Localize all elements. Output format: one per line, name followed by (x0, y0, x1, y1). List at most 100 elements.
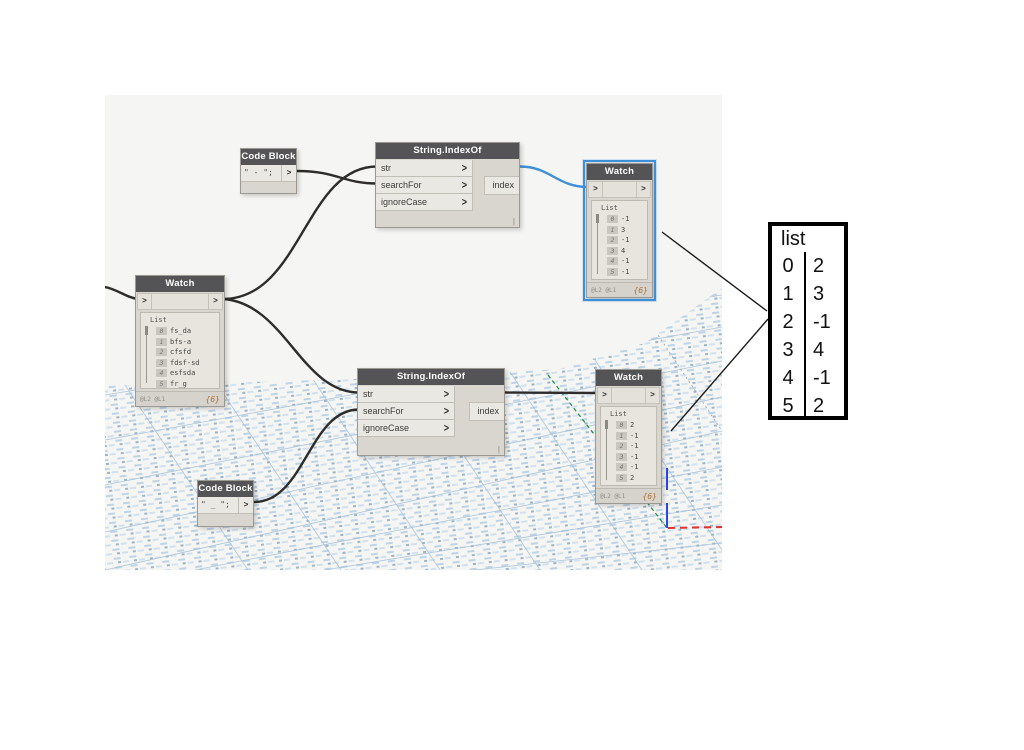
code-row: " _ "; > (198, 497, 253, 514)
wire-watch-to-top-str[interactable] (221, 165, 379, 301)
node-title[interactable]: Code Block (241, 149, 296, 165)
output-port-index[interactable]: index (484, 176, 519, 195)
output-port[interactable]: > (645, 388, 659, 403)
code-text[interactable]: " _ "; (198, 497, 238, 513)
annotation-title: list (781, 228, 806, 250)
output-port[interactable]: > (281, 165, 296, 181)
output-port[interactable]: > (238, 497, 253, 513)
output-port[interactable]: > (636, 182, 650, 197)
input-port-ignorecase[interactable]: ignoreCase > (358, 420, 455, 437)
wire-codeblock-to-top-searchfor[interactable] (295, 169, 379, 185)
wire-codeblock-to-bottom-searchfor[interactable] (252, 408, 361, 504)
list-count: {6} (205, 394, 220, 404)
port-arrow-icon: > (461, 162, 467, 174)
list-count: {6} (633, 285, 648, 295)
levels-label[interactable]: @L2 @L1 (600, 492, 626, 500)
string-indexof-node-top[interactable]: String.IndexOf str > searchFor > ignoreC… (375, 142, 520, 228)
code-row: " - "; > (241, 165, 296, 182)
port-row: > > (597, 387, 660, 404)
node-body: str > searchFor > ignoreCase > index | (376, 159, 519, 227)
input-port-searchfor[interactable]: searchFor > (376, 177, 473, 194)
node-title[interactable]: String.IndexOf (376, 143, 519, 159)
code-block-body (241, 182, 296, 195)
node-title[interactable]: Code Block (198, 481, 253, 497)
watch-footer: @L2 @L1 {6} (136, 391, 224, 406)
list-item: 2-1 (616, 441, 656, 452)
scrollbar[interactable] (605, 420, 608, 480)
input-port-searchfor[interactable]: searchFor > (358, 403, 455, 420)
input-port-ignorecase[interactable]: ignoreCase > (376, 194, 473, 211)
port-row: > > (137, 293, 223, 310)
watch-footer: @L2 @L1 {6} (596, 488, 661, 503)
annotation-divider (804, 252, 806, 416)
list-item: 3-1 (616, 452, 656, 463)
levels-label[interactable]: @L2 @L1 (591, 286, 617, 294)
list-item: 1-1 (616, 431, 656, 442)
list-label: List (150, 316, 167, 324)
input-port[interactable]: > (598, 388, 612, 403)
port-arrow-icon: > (461, 196, 467, 208)
code-text[interactable]: " - "; (241, 165, 281, 181)
node-body: str > searchFor > ignoreCase > index | (358, 385, 504, 455)
watch-footer: @L2 @L1 {6} (587, 282, 652, 297)
lacing-indicator[interactable]: | (512, 217, 515, 226)
input-port[interactable]: > (589, 182, 603, 197)
list-label: List (601, 204, 618, 212)
annotation-row: 2-1 (782, 311, 831, 333)
list-item: 4-1 (607, 256, 647, 267)
node-title[interactable]: Watch (136, 276, 224, 292)
code-block-node-top[interactable]: Code Block " - "; > (240, 148, 297, 194)
x-axis-red (667, 526, 722, 529)
wire-bottom-index-to-watch[interactable] (503, 391, 599, 395)
input-port[interactable]: > (138, 294, 152, 309)
list-label: List (610, 410, 627, 418)
port-row: > > (588, 181, 651, 198)
wire-into-left-watch[interactable] (105, 285, 140, 301)
list-item: 2-1 (607, 235, 647, 246)
code-block-node-bottom[interactable]: Code Block " _ "; > (197, 480, 254, 527)
node-title[interactable]: Watch (596, 370, 661, 386)
string-indexof-node-bottom[interactable]: String.IndexOf str > searchFor > ignoreC… (357, 368, 505, 456)
code-block-body (198, 514, 253, 528)
list-item: 0-1 (607, 214, 647, 225)
node-title[interactable]: String.IndexOf (358, 369, 504, 385)
levels-label[interactable]: @L2 @L1 (140, 395, 166, 403)
scrollbar[interactable] (596, 214, 599, 274)
lacing-indicator[interactable]: | (497, 445, 500, 454)
output-port[interactable]: > (208, 294, 222, 309)
port-arrow-icon: > (443, 388, 449, 400)
list-item: 4-1 (616, 462, 656, 473)
node-title[interactable]: Watch (587, 164, 652, 180)
port-arrow-icon: > (461, 179, 467, 191)
wire-top-index-to-watch-selected[interactable] (518, 165, 590, 189)
list-item: 5-1 (607, 267, 647, 278)
scrollbar[interactable] (145, 326, 148, 383)
input-port-str[interactable]: str > (376, 160, 473, 177)
port-arrow-icon: > (443, 422, 449, 434)
output-port-index[interactable]: index (469, 402, 504, 421)
input-port-str[interactable]: str > (358, 386, 455, 403)
list-count: {6} (642, 491, 657, 501)
wire-watch-to-bottom-str[interactable] (221, 297, 361, 394)
